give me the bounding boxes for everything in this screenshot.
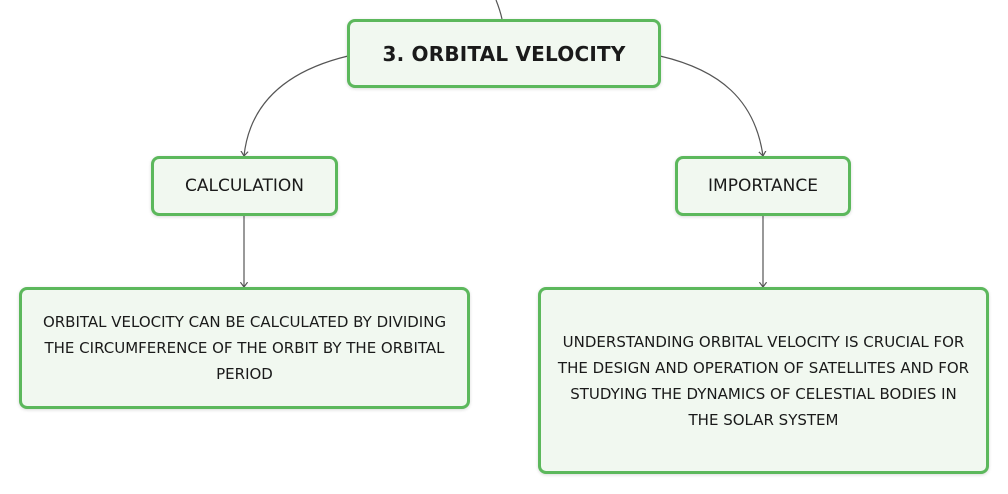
title-label: 3. ORBITAL VELOCITY [382,41,626,66]
connector-title-to-importance [659,55,763,156]
importance-detail-node: UNDERSTANDING ORBITAL VELOCITY IS CRUCIA… [538,287,989,474]
connector-title-to-calculation [244,55,349,156]
calculation-node: CALCULATION [151,156,338,216]
calculation-detail-text: ORBITAL VELOCITY CAN BE CALCULATED BY DI… [42,313,447,383]
importance-detail-text: UNDERSTANDING ORBITAL VELOCITY IS CRUCIA… [557,332,970,429]
incoming-connector [495,0,503,20]
calculation-label: CALCULATION [185,176,304,196]
importance-label: IMPORTANCE [708,176,818,196]
calculation-detail-node: ORBITAL VELOCITY CAN BE CALCULATED BY DI… [19,287,470,409]
importance-node: IMPORTANCE [675,156,851,216]
title-node: 3. ORBITAL VELOCITY [347,19,661,88]
